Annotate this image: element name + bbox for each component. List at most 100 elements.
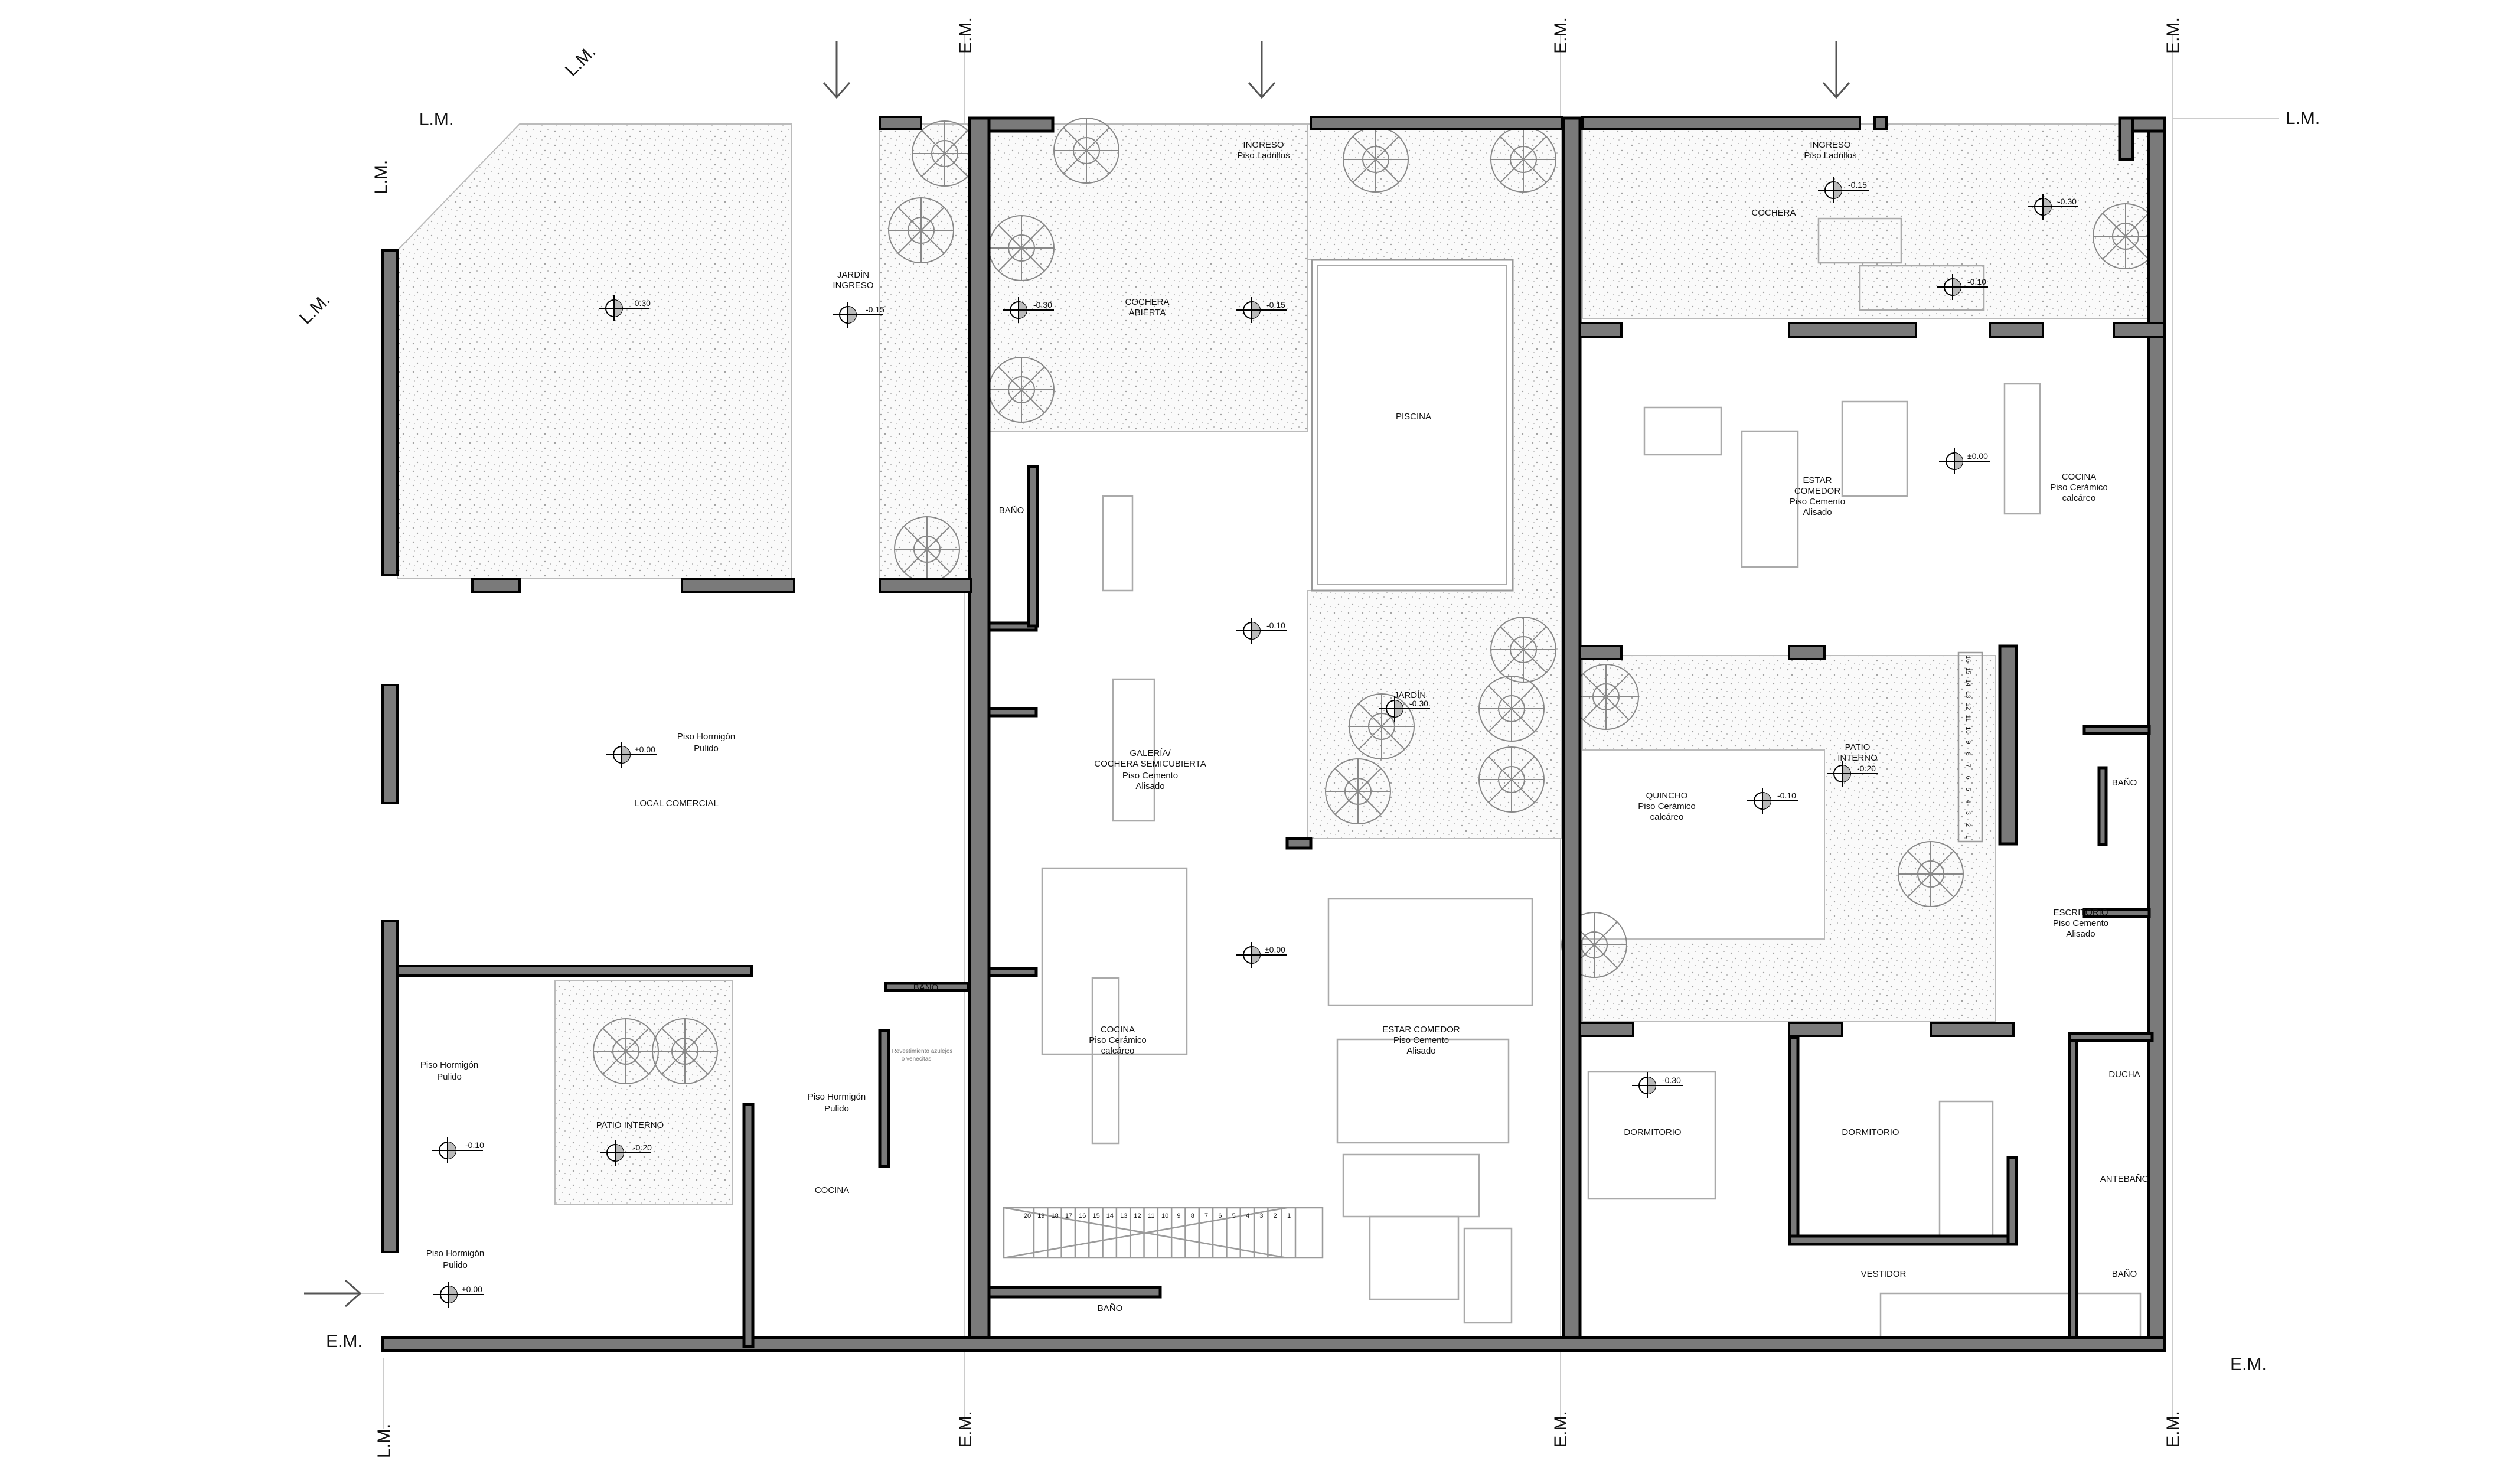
label-dormitorio-1: DORMITORIO: [1624, 1127, 1681, 1137]
label-left-kitchen-floor-2: Pulido: [824, 1104, 849, 1114]
level-marker: -0.30: [1631, 1072, 1683, 1099]
stair-step-number: 16: [1964, 656, 1971, 663]
label-jardin-ingreso: JARDÍN: [837, 270, 869, 280]
level-marker: ±0.00: [606, 741, 658, 768]
label-middle-living-floor-2: Alisado: [1406, 1046, 1435, 1056]
label-right-living-2: COMEDOR: [1794, 486, 1841, 496]
label-em: E.M.: [2163, 1411, 2183, 1447]
label-entry-floor-2: Pulido: [443, 1260, 468, 1270]
svg-text:-0.30: -0.30: [1662, 1075, 1681, 1085]
level-marker: -0.20: [1826, 760, 1878, 787]
label-local-floor-2: Pulido: [694, 744, 719, 754]
label-lm: L.M.: [374, 1424, 394, 1458]
stair-step-number: 9: [1964, 740, 1971, 744]
label-left-bath: BAÑO: [913, 983, 939, 993]
label-jardin-ingreso-2: INGRESO: [833, 281, 873, 291]
stair-step-number: 7: [1204, 1212, 1208, 1220]
stair-step-number: 9: [1177, 1212, 1180, 1220]
svg-text:-0.20: -0.20: [633, 1143, 652, 1152]
label-right-bath: BAÑO: [2112, 778, 2137, 788]
label-dormitorio-2: DORMITORIO: [1842, 1127, 1899, 1137]
label-local-floor: Piso Hormigón: [677, 732, 735, 742]
label-quincho: QUINCHO: [1646, 791, 1688, 801]
stair-step-number: 1: [1287, 1212, 1291, 1220]
svg-text:-0.30: -0.30: [1033, 300, 1052, 309]
svg-text:±0.00: ±0.00: [1967, 451, 1988, 461]
label-ingreso-right-floor: Piso Ladrillos: [1804, 151, 1856, 161]
level-marker: ±0.00: [1938, 448, 1990, 475]
label-back-room-floor-2: Pulido: [437, 1072, 462, 1082]
label-ingreso-right: INGRESO: [1810, 140, 1850, 150]
label-local-comercial: LOCAL COMERCIAL: [635, 798, 719, 808]
label-em: E.M.: [2230, 1355, 2267, 1374]
level-marker: -0.30: [598, 295, 651, 322]
level-marker: ±0.00: [433, 1281, 485, 1308]
stair-step-number: 15: [1964, 667, 1971, 674]
label-middle-living-floor: Piso Cemento: [1393, 1035, 1449, 1045]
level-marker: ±0.00: [1236, 941, 1288, 969]
stair-step-number: 10: [1161, 1212, 1168, 1220]
level-marker: -0.30: [2027, 193, 2079, 220]
svg-text:±0.00: ±0.00: [1265, 945, 1285, 954]
stair-step-number: 16: [1079, 1212, 1086, 1220]
label-escritorio-floor-2: Alisado: [2066, 929, 2095, 939]
label-piscina: PISCINA: [1396, 412, 1431, 422]
level-marker: -0.30: [1379, 695, 1431, 722]
label-lm: L.M.: [2286, 109, 2320, 128]
label-bath-middle-bottom: BAÑO: [1098, 1303, 1123, 1313]
svg-text:±0.00: ±0.00: [635, 745, 655, 754]
svg-text:-0.20: -0.20: [1857, 764, 1876, 773]
stair-step-number: 5: [1964, 788, 1971, 791]
label-bath-middle-top: BAÑO: [999, 506, 1024, 516]
svg-text:-0.10: -0.10: [1777, 791, 1796, 800]
label-right-bath-2: BAÑO: [2112, 1269, 2137, 1279]
stair-step-number: 19: [1037, 1212, 1044, 1220]
label-em: E.M.: [326, 1332, 363, 1351]
label-middle-kitchen-floor-2: calcáreo: [1101, 1046, 1135, 1056]
label-escritorio-floor: Piso Cemento: [2053, 918, 2108, 928]
stair-step-number: 14: [1106, 1212, 1114, 1220]
label-left-kitchen: COCINA: [815, 1185, 849, 1195]
stair-step-number: 7: [1964, 764, 1971, 768]
stair-step-number: 3: [1964, 811, 1971, 815]
level-marker: -0.10: [1937, 273, 1989, 301]
level-marker: -0.10: [1236, 617, 1288, 644]
label-right-kitchen-floor: Piso Cerámico: [2050, 482, 2108, 493]
stair-step-number: 15: [1092, 1212, 1099, 1220]
furniture: [1041, 217, 2142, 1339]
stair-step-number: 14: [1964, 679, 1971, 686]
label-cochera-right: COCHERA: [1751, 208, 1796, 218]
label-em: E.M.: [1551, 1411, 1571, 1447]
label-galeria-2: COCHERA SEMICUBIERTA: [1094, 759, 1206, 769]
label-em: E.M.: [2163, 17, 2183, 54]
stair-step-number: 18: [1052, 1212, 1059, 1220]
label-quincho-floor: Piso Cerámico: [1638, 801, 1696, 811]
stair-step-number: 3: [1259, 1212, 1263, 1220]
stair-step-number: 12: [1964, 703, 1971, 710]
label-entry-floor: Piso Hormigón: [426, 1248, 484, 1258]
stair-step-number: 6: [1964, 776, 1971, 780]
stair-step-number: 17: [1065, 1212, 1072, 1220]
label-right-living-floor: Piso Cemento: [1790, 497, 1845, 507]
level-marker: -0.20: [599, 1139, 652, 1166]
stair-step-number: 11: [1964, 715, 1971, 722]
label-right-kitchen: COCINA: [2062, 472, 2096, 482]
stair-step-number: 8: [1964, 752, 1971, 755]
label-right-patio-2: INTERNO: [1837, 753, 1878, 763]
label-middle-kitchen-floor: Piso Cerámico: [1089, 1035, 1147, 1045]
svg-text:-0.15: -0.15: [1266, 300, 1285, 309]
stair-step-number: 13: [1120, 1212, 1127, 1220]
stair-step-number: 6: [1218, 1212, 1222, 1220]
label-middle-living: ESTAR COMEDOR: [1382, 1025, 1460, 1035]
room-labels: JARDÍN INGRESO Piso Hormigón Pulido LOCA…: [420, 140, 2149, 1313]
stair-step-number: 8: [1191, 1212, 1194, 1220]
label-antebano: ANTEBAÑO: [2100, 1174, 2149, 1184]
stair-step-number: 2: [1964, 823, 1971, 827]
label-ducha: DUCHA: [2108, 1070, 2140, 1080]
label-lm: L.M.: [562, 42, 600, 80]
gardens: [397, 123, 2150, 1205]
level-marker: -0.15: [832, 301, 884, 328]
label-lm: L.M.: [371, 160, 391, 194]
stair-step-number: 10: [1964, 726, 1971, 733]
level-markers: -0.30 -0.15 ±0.00 -0.10 -0.20 ±0.00 -0.3…: [432, 177, 2079, 1308]
